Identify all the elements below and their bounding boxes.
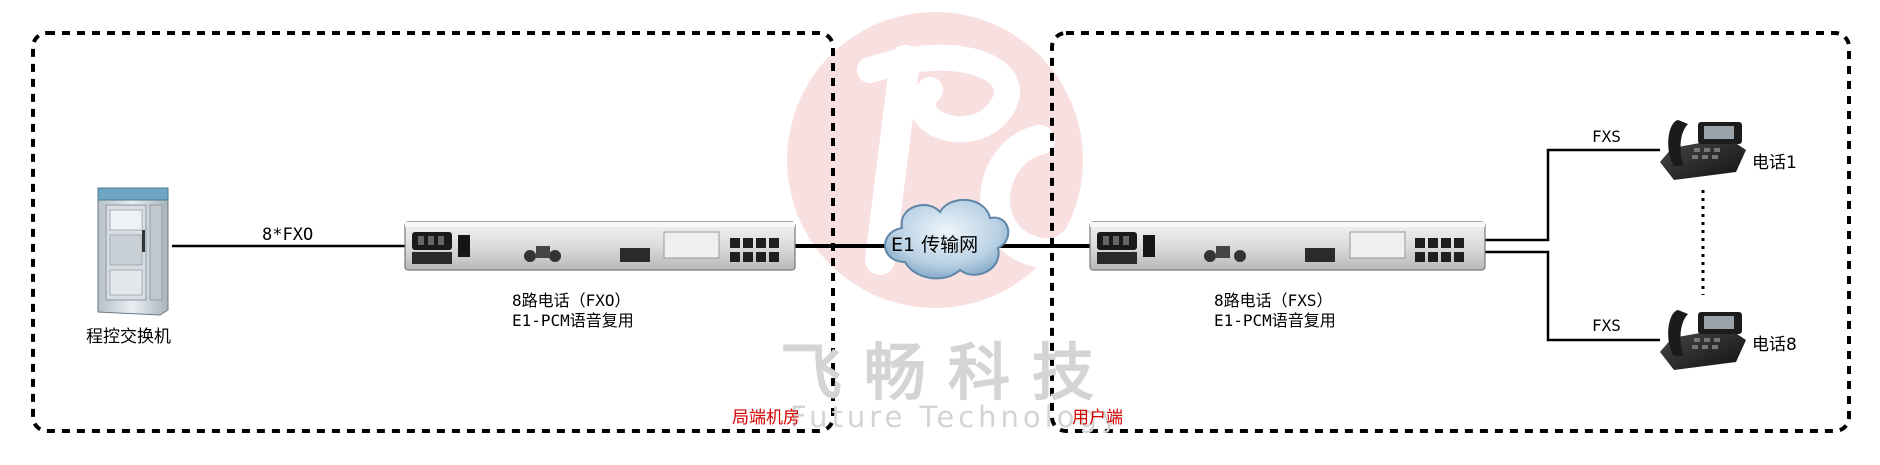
zone-right-border [1050,31,1851,433]
cloud-icon [884,198,1010,280]
phone-label-top: 电话1 [1752,153,1797,173]
fxs-link-label-bottom: FXS [1592,316,1621,335]
phone-label-bottom: 电话8 [1752,335,1797,355]
exchange-cabinet [97,187,169,316]
right-rack-device [1089,221,1486,271]
zone-left-label: 局端机房 [732,408,800,428]
phone-icon-bottom [1660,310,1746,370]
exchange-label: 程控交换机 [86,327,171,347]
left-device-title: 8路电话（FXO） [512,291,631,310]
right-device-subtitle: E1-PCM语音复用 [1214,311,1336,330]
zone-right-label: 用户端 [1072,408,1123,428]
fxs-link-label-top: FXS [1592,127,1621,146]
right-device-title: 8路电话（FXS） [1214,291,1333,310]
fxo-link-label: 8*FXO [262,225,314,245]
link-lines [172,148,1705,342]
left-rack-device [404,221,796,271]
watermark-chinese: 飞畅科技 [780,336,1117,409]
left-device-subtitle: E1-PCM语音复用 [512,311,634,330]
cloud-label: E1 传输网 [891,234,979,256]
watermark-english: Future Technology [790,400,1123,434]
phone-icon-top [1660,120,1746,180]
zone-left-border [31,31,835,433]
